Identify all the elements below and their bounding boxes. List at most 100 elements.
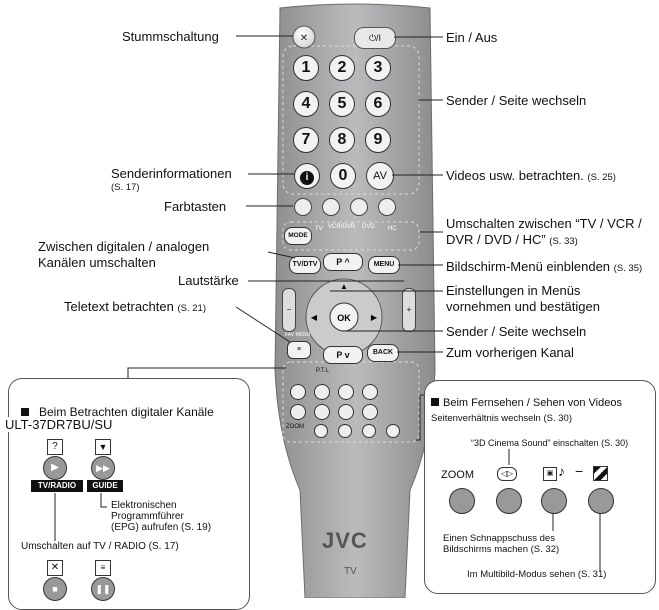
mode-hc: HC — [388, 226, 397, 232]
aspect-desc: Seitenverhältnis wechseln (S. 30) — [431, 413, 572, 424]
label-av: Videos usw. betrachten. (S. 25) — [446, 168, 616, 183]
yellow-button[interactable] — [350, 198, 368, 216]
cinema-button[interactable] — [496, 488, 522, 514]
multi-desc: Im Multibild-Modus sehen (S. 31) — [467, 569, 607, 580]
zero-button[interactable]: 0 — [330, 163, 356, 189]
small-button[interactable] — [314, 424, 328, 438]
tvradio-button[interactable]: ▶ — [43, 456, 67, 480]
mute-button[interactable]: ✕ — [291, 24, 317, 50]
label-color: Farbtasten — [164, 199, 227, 214]
label-volume: Lautstärke — [178, 273, 239, 288]
small-button[interactable] — [386, 424, 400, 438]
small-button[interactable] — [314, 404, 330, 420]
panel-title: Beim Fernsehen / Sehen von Videos — [431, 397, 622, 409]
lower-button-grid: P.T.L ZOOM — [286, 364, 416, 440]
label-channel-page-2: Sender / Seite wechseln — [446, 324, 587, 339]
square-bullet-icon — [21, 408, 29, 416]
mode-vcrdvr: VCR/DVR — [328, 224, 356, 230]
pause-button[interactable]: ❚❚ — [91, 577, 115, 601]
small-button[interactable] — [338, 384, 354, 400]
subtitle-icon: ≡ — [95, 560, 111, 576]
mode-selector: MODE TV VCR/DVR DVD HC — [282, 223, 422, 247]
red-button[interactable] — [294, 198, 312, 216]
brand-sub: TV — [344, 566, 357, 577]
label-info-ref: (S. 17) — [111, 182, 140, 193]
mode-button[interactable]: MODE — [284, 227, 312, 245]
number-button[interactable]: 6 — [365, 91, 391, 117]
tvradio-desc: Umschalten auf TV / RADIO (S. 17) — [21, 541, 179, 552]
mode-dvd: DVD — [362, 224, 375, 230]
snapshot-button[interactable] — [541, 488, 567, 514]
p-down-button[interactable]: P v — [323, 346, 363, 364]
zoom-label: ZOOM — [441, 469, 474, 481]
av-button[interactable]: AV — [366, 162, 394, 190]
color-buttons — [290, 194, 410, 216]
small-button[interactable] — [362, 424, 376, 438]
number-pad: 1 2 3 4 5 6 7 8 9 — [287, 55, 417, 160]
number-button[interactable]: 7 — [293, 127, 319, 153]
mode-tv: TV — [315, 226, 323, 232]
label-channel-page: Sender / Seite wechseln — [446, 93, 587, 108]
small-button[interactable] — [338, 404, 354, 420]
label-teletext: Teletext betrachten (S. 21) — [64, 299, 206, 314]
green-button[interactable] — [322, 198, 340, 216]
p-up-button[interactable]: P ^ — [323, 253, 363, 271]
number-button[interactable]: 1 — [293, 55, 319, 81]
small-button[interactable] — [290, 404, 306, 420]
number-button[interactable]: 5 — [329, 91, 355, 117]
panel-lines — [54, 493, 107, 541]
back-button[interactable]: BACK — [367, 344, 399, 362]
svg-text:◀: ◀ — [311, 313, 318, 322]
label-mute: Stummschaltung — [122, 29, 219, 44]
svg-text:OK: OK — [337, 313, 351, 323]
power-button[interactable]: ⏻/I — [354, 27, 396, 49]
dash-icon: − — [575, 463, 584, 479]
small-button[interactable] — [362, 384, 378, 400]
svg-text:▲: ▲ — [340, 282, 348, 291]
stop-button[interactable]: ■ — [43, 577, 67, 601]
volume-up-button[interactable]: + — [402, 288, 416, 332]
small-button[interactable] — [290, 384, 306, 400]
ptl-label: P.T.L — [316, 368, 329, 374]
stop-icon: ✕ — [47, 560, 63, 576]
svg-text:▶: ▶ — [371, 313, 378, 322]
info-button[interactable]: i — [294, 163, 320, 189]
number-button[interactable]: 2 — [329, 55, 355, 81]
teletext-button[interactable]: ≡ — [287, 341, 311, 359]
brand-logo: JVC — [322, 528, 368, 553]
guide-button[interactable]: ▶▶ — [91, 456, 115, 480]
snapshot-icon: ▣ — [543, 467, 557, 481]
zoom-button[interactable] — [449, 488, 475, 514]
blue-button[interactable] — [378, 198, 396, 216]
digital-panel: Beim Betrachten digitaler Kanäle ULT-37D… — [5, 378, 250, 610]
model-number: ULT-37DR7BU/SU — [5, 417, 113, 432]
cinema-desc: “3D Cinema Sound” einschalten (S. 30) — [471, 438, 629, 448]
number-button[interactable]: 8 — [329, 127, 355, 153]
guide-tag: GUIDE — [87, 480, 123, 492]
label-menu: Bildschirm-Menü einblenden (S. 35) — [446, 259, 643, 274]
zoom-small-label: ZOOM — [286, 424, 304, 430]
fav-menu-label: FAV MENU — [285, 332, 311, 338]
panel-title: Beim Betrachten digitaler Kanäle — [21, 405, 214, 419]
small-button[interactable] — [338, 424, 352, 438]
svg-text:✕: ✕ — [300, 33, 308, 44]
small-button[interactable] — [362, 404, 378, 420]
square-bullet-icon — [431, 398, 439, 406]
label-back: Zum vorherigen Kanal — [446, 345, 574, 360]
label-mode: Umschalten zwischen “TV / VCR /DVR / DVD… — [446, 216, 642, 247]
cinema-icon: ◁▷ — [497, 467, 517, 481]
number-button[interactable]: 4 — [293, 91, 319, 117]
panel-lines — [508, 449, 601, 571]
multi-icon — [593, 466, 608, 481]
label-power: Ein / Aus — [446, 30, 498, 45]
small-button[interactable] — [314, 384, 330, 400]
guide-icon: ▼ — [95, 439, 111, 455]
number-button[interactable]: 3 — [365, 55, 391, 81]
volume-down-button[interactable]: − — [282, 288, 296, 332]
tv-video-panel: Beim Fernsehen / Sehen von Videos Seiten… — [424, 380, 656, 594]
number-button[interactable]: 9 — [365, 127, 391, 153]
multi-button[interactable] — [588, 488, 614, 514]
tvdtv-button[interactable]: TV/DTV — [289, 256, 321, 274]
